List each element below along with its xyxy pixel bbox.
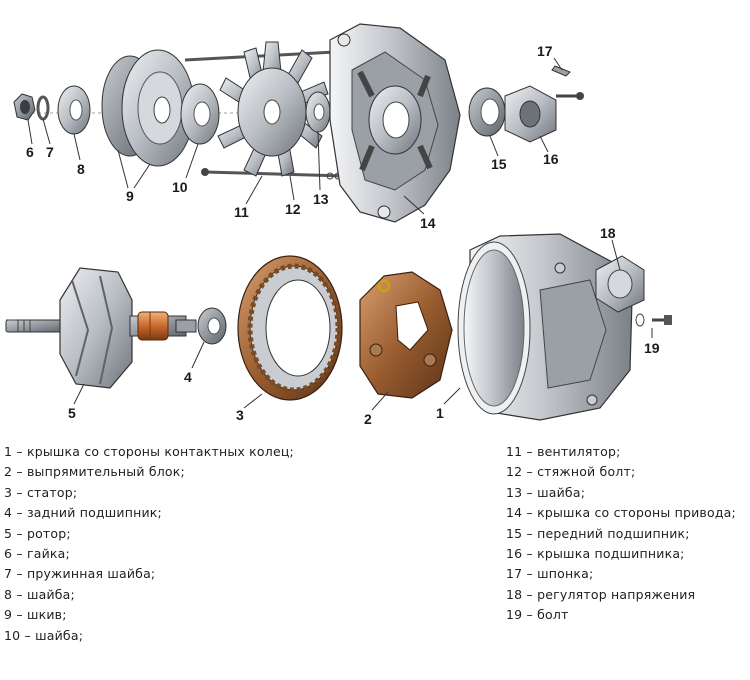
legend-item-5: 5 – ротор; <box>4 525 71 541</box>
callout-14: 14 <box>420 215 436 231</box>
legend-item-15: 15 – передний подшипник; <box>506 525 690 541</box>
legend-item-12: 12 – стяжной болт; <box>506 464 636 480</box>
legend-item-8: 8 – шайба; <box>4 586 75 602</box>
rectifier-block-part <box>359 271 453 399</box>
small-washer-part <box>305 91 342 180</box>
callout-1: 1 <box>436 405 444 421</box>
through-bolt-part <box>184 50 346 178</box>
bearing-cover-part <box>504 85 584 143</box>
legend-item-2: 2 – выпрямительный блок; <box>4 464 185 480</box>
callout-11: 11 <box>234 204 249 220</box>
callout-18: 18 <box>600 225 616 241</box>
legend-item-14: 14 – крышка со стороны привода; <box>506 505 736 521</box>
legend-item-19: 19 – болт <box>506 607 569 623</box>
legend-left-column: 1 – крышка со стороны контактных колец; … <box>4 442 294 646</box>
callout-17: 17 <box>537 43 553 59</box>
spring-washer-part <box>36 95 50 121</box>
legend-item-9: 9 – шкив; <box>4 607 67 623</box>
callout-12: 12 <box>285 201 301 217</box>
callout-8: 8 <box>77 161 85 177</box>
legend-item-4: 4 – задний подшипник; <box>4 505 162 521</box>
callout-19: 19 <box>644 340 660 356</box>
callout-16: 16 <box>543 151 559 167</box>
callout-7: 7 <box>46 144 54 160</box>
callout-13: 13 <box>313 191 329 207</box>
front-bearing-part <box>468 87 506 137</box>
slip-ring-end-cover-part <box>457 233 633 421</box>
callout-4: 4 <box>184 369 192 385</box>
legend-item-3: 3 – статор; <box>4 484 78 500</box>
callout-2: 2 <box>364 411 372 427</box>
legend-right-column: 11 – вентилятор; 12 – стяжной болт; 13 –… <box>506 442 736 626</box>
bolt-part <box>635 313 672 327</box>
legend-item-1: 1 – крышка со стороны контактных колец; <box>4 444 294 459</box>
rotor-part <box>5 267 197 389</box>
drive-end-cover-part <box>329 23 461 223</box>
rear-bearing-part <box>197 307 227 345</box>
nut-part <box>13 93 36 121</box>
spacer-washer-part <box>180 83 220 145</box>
legend-item-10: 10 – шайба; <box>4 627 84 643</box>
callout-6: 6 <box>26 144 34 160</box>
legend-item-16: 16 – крышка подшипника; <box>506 546 685 562</box>
leader-lines <box>27 57 653 411</box>
legend-item-6: 6 – гайка; <box>4 546 70 562</box>
callout-9: 9 <box>126 188 134 204</box>
legend-item-11: 11 – вентилятор; <box>506 444 621 459</box>
legend-item-17: 17 – шпонка; <box>506 566 594 582</box>
callout-10: 10 <box>172 179 188 195</box>
callout-3: 3 <box>236 407 244 423</box>
callout-5: 5 <box>68 405 76 421</box>
key-part <box>551 65 571 77</box>
voltage-regulator-part <box>595 255 645 313</box>
alternator-exploded-diagram: 6 7 8 9 10 11 12 13 14 15 16 17 18 19 1 … <box>5 23 672 427</box>
washer-part <box>57 85 91 135</box>
legend-item-7: 7 – пружинная шайба; <box>4 566 156 582</box>
legend-item-13: 13 – шайба; <box>506 484 586 500</box>
fan-part <box>217 41 329 177</box>
callout-15: 15 <box>491 156 507 172</box>
legend-item-18: 18 – регулятор напряжения <box>506 586 696 602</box>
pulley-part <box>101 49 195 167</box>
stator-part <box>237 255 343 401</box>
